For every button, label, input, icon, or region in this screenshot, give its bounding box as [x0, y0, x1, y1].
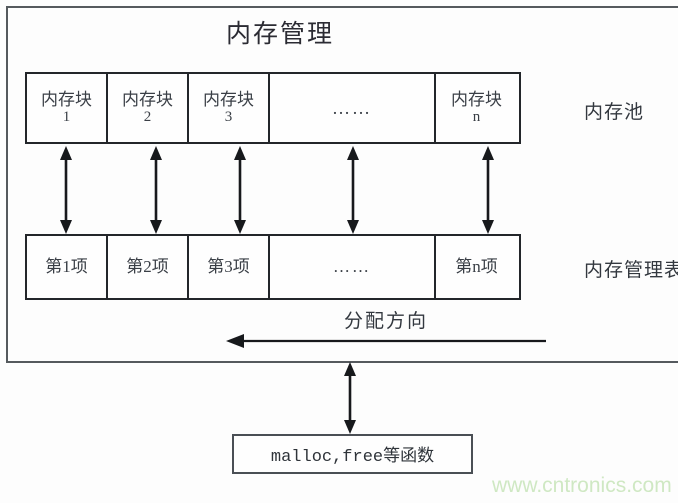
table-entry-label-3: 第3项: [207, 257, 250, 277]
watermark: www.cntronics.com: [492, 474, 672, 497]
table-entry-label-n: 第n项: [455, 257, 498, 277]
memory-pool-row: 内存块 1 内存块 2 内存块 3 …… 内存块 n: [25, 72, 521, 144]
double-arrow-icon: [234, 146, 246, 234]
management-table-row: 第1项 第2项 第3项 …… 第n项: [25, 234, 521, 300]
memory-block-cell-3[interactable]: 内存块 3: [189, 74, 270, 142]
table-entry-label-1: 第1项: [45, 257, 88, 277]
memory-block-name-3: 内存块: [203, 89, 254, 109]
table-entry-ellipsis-label: ……: [333, 257, 371, 277]
table-entry-cell-ellipsis: ……: [270, 236, 436, 298]
connector-arrow-1: [58, 146, 74, 234]
double-arrow-icon: [347, 146, 359, 234]
memory-block-cell-n[interactable]: 内存块 n: [436, 74, 517, 142]
memory-block-name-2: 内存块: [122, 89, 173, 109]
allocation-direction-label: 分配方向: [343, 311, 428, 332]
connector-arrow-2: [148, 146, 164, 234]
page-title: 内存管理: [225, 21, 334, 48]
memory-block-index-n: n: [472, 109, 481, 126]
memory-management-frame: [6, 6, 678, 363]
memory-block-name-n: 内存块: [451, 89, 502, 109]
memory-block-name-1: 内存块: [41, 89, 92, 109]
memory-block-cell-2[interactable]: 内存块 2: [108, 74, 189, 142]
double-arrow-icon: [482, 146, 494, 234]
memory-block-ellipsis-label: ……: [332, 97, 372, 118]
memory-block-index-1: 1: [62, 109, 71, 126]
table-entry-cell-2[interactable]: 第2项: [108, 236, 189, 298]
allocation-direction-group: 分配方向: [226, 306, 546, 352]
memory-block-cell-1[interactable]: 内存块 1: [27, 74, 108, 142]
functions-box-label: malloc,free等函数: [270, 448, 435, 467]
double-arrow-icon: [60, 146, 72, 234]
connector-arrow-3: [232, 146, 248, 234]
arrow-left-icon: [226, 334, 546, 348]
table-entry-cell-n[interactable]: 第n项: [436, 236, 517, 298]
memory-block-index-3: 3: [224, 109, 233, 126]
table-entry-cell-3[interactable]: 第3项: [189, 236, 270, 298]
connector-arrow-5: [480, 146, 496, 234]
double-arrow-icon: [344, 362, 356, 434]
double-arrow-icon: [150, 146, 162, 234]
memory-block-cell-ellipsis: ……: [270, 74, 436, 142]
connector-arrow-functions: [342, 362, 358, 434]
management-table-label: 内存管理表: [584, 260, 678, 281]
memory-pool-label: 内存池: [584, 102, 645, 123]
functions-box[interactable]: malloc,free等函数: [232, 434, 473, 474]
memory-block-index-2: 2: [143, 109, 152, 126]
table-entry-cell-1[interactable]: 第1项: [27, 236, 108, 298]
connector-arrow-4: [345, 146, 361, 234]
table-entry-label-2: 第2项: [126, 257, 169, 277]
